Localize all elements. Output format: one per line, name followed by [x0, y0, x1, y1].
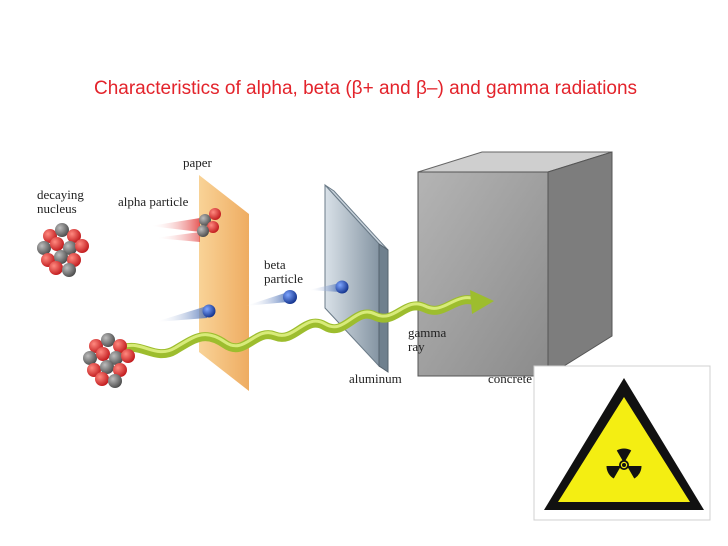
radiation-warning-icon	[534, 366, 710, 520]
aluminum-sheet	[325, 185, 388, 372]
decaying-nucleus-label-line2: nucleus	[37, 202, 77, 216]
decaying-nucleus-upper	[37, 223, 89, 277]
concrete-label: concrete	[488, 372, 532, 386]
paper-label: paper	[183, 156, 212, 170]
decaying-nucleus-label-line1: decaying	[37, 188, 84, 202]
paper-sheet	[199, 175, 249, 391]
gamma-ray-label-line1: gamma	[408, 326, 446, 340]
alpha-trail	[150, 218, 200, 242]
beta-particle-label-line2: particle	[264, 272, 303, 286]
beta-particle-label-line1: beta	[264, 258, 286, 272]
aluminum-label: aluminum	[349, 372, 402, 386]
concrete-block	[418, 152, 612, 376]
gamma-ray-label-line2: ray	[408, 340, 425, 354]
beta-particle-2	[245, 290, 297, 306]
decaying-nucleus-lower	[83, 333, 135, 388]
alpha-particle-label: alpha particle	[118, 195, 188, 209]
